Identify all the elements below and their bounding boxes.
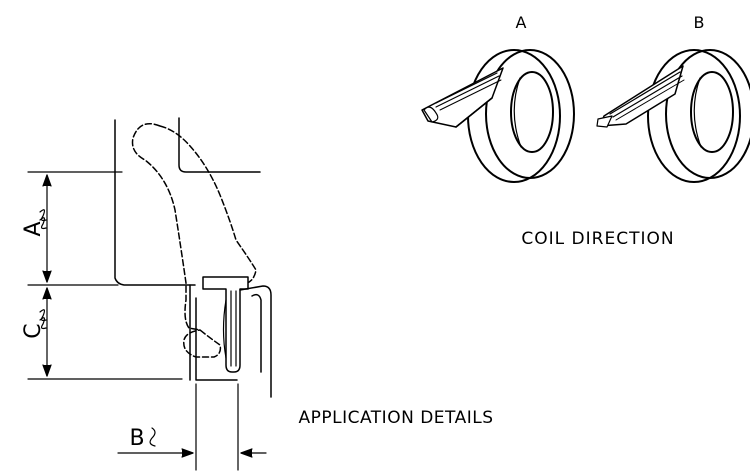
coil-a-label: A [516, 13, 527, 32]
extension-lines [27, 171, 183, 380]
coil-b-front-ring [665, 49, 750, 179]
coil-b-inner-depth [693, 77, 702, 148]
coil-b-label: B [694, 13, 705, 32]
dimension-c-line [39, 287, 52, 377]
t-bar-insert [202, 276, 249, 373]
coil-direction-caption: COIL DIRECTION [521, 229, 674, 249]
dimension-b-label: B [129, 426, 144, 451]
coil-b-outer-ring [647, 49, 741, 183]
dimension-c-label: C [21, 323, 46, 338]
dimension-a-label: A [21, 221, 46, 236]
coil-b-drawing [596, 49, 750, 183]
dimension-a-line [39, 174, 52, 283]
coil-a-inner-depth [513, 77, 522, 148]
coil-a-drawing [421, 49, 575, 183]
seal-dashed-outline [131, 123, 257, 358]
flange-channel [195, 285, 272, 398]
dimension-b-line [117, 383, 267, 471]
application-details-caption: APPLICATION DETAILS [299, 408, 494, 428]
coil-a-inner-hole [510, 71, 554, 153]
coil-b-inner-hole [690, 71, 734, 153]
coil-b-strip [599, 65, 684, 127]
coil-a-front-ring [485, 49, 575, 179]
